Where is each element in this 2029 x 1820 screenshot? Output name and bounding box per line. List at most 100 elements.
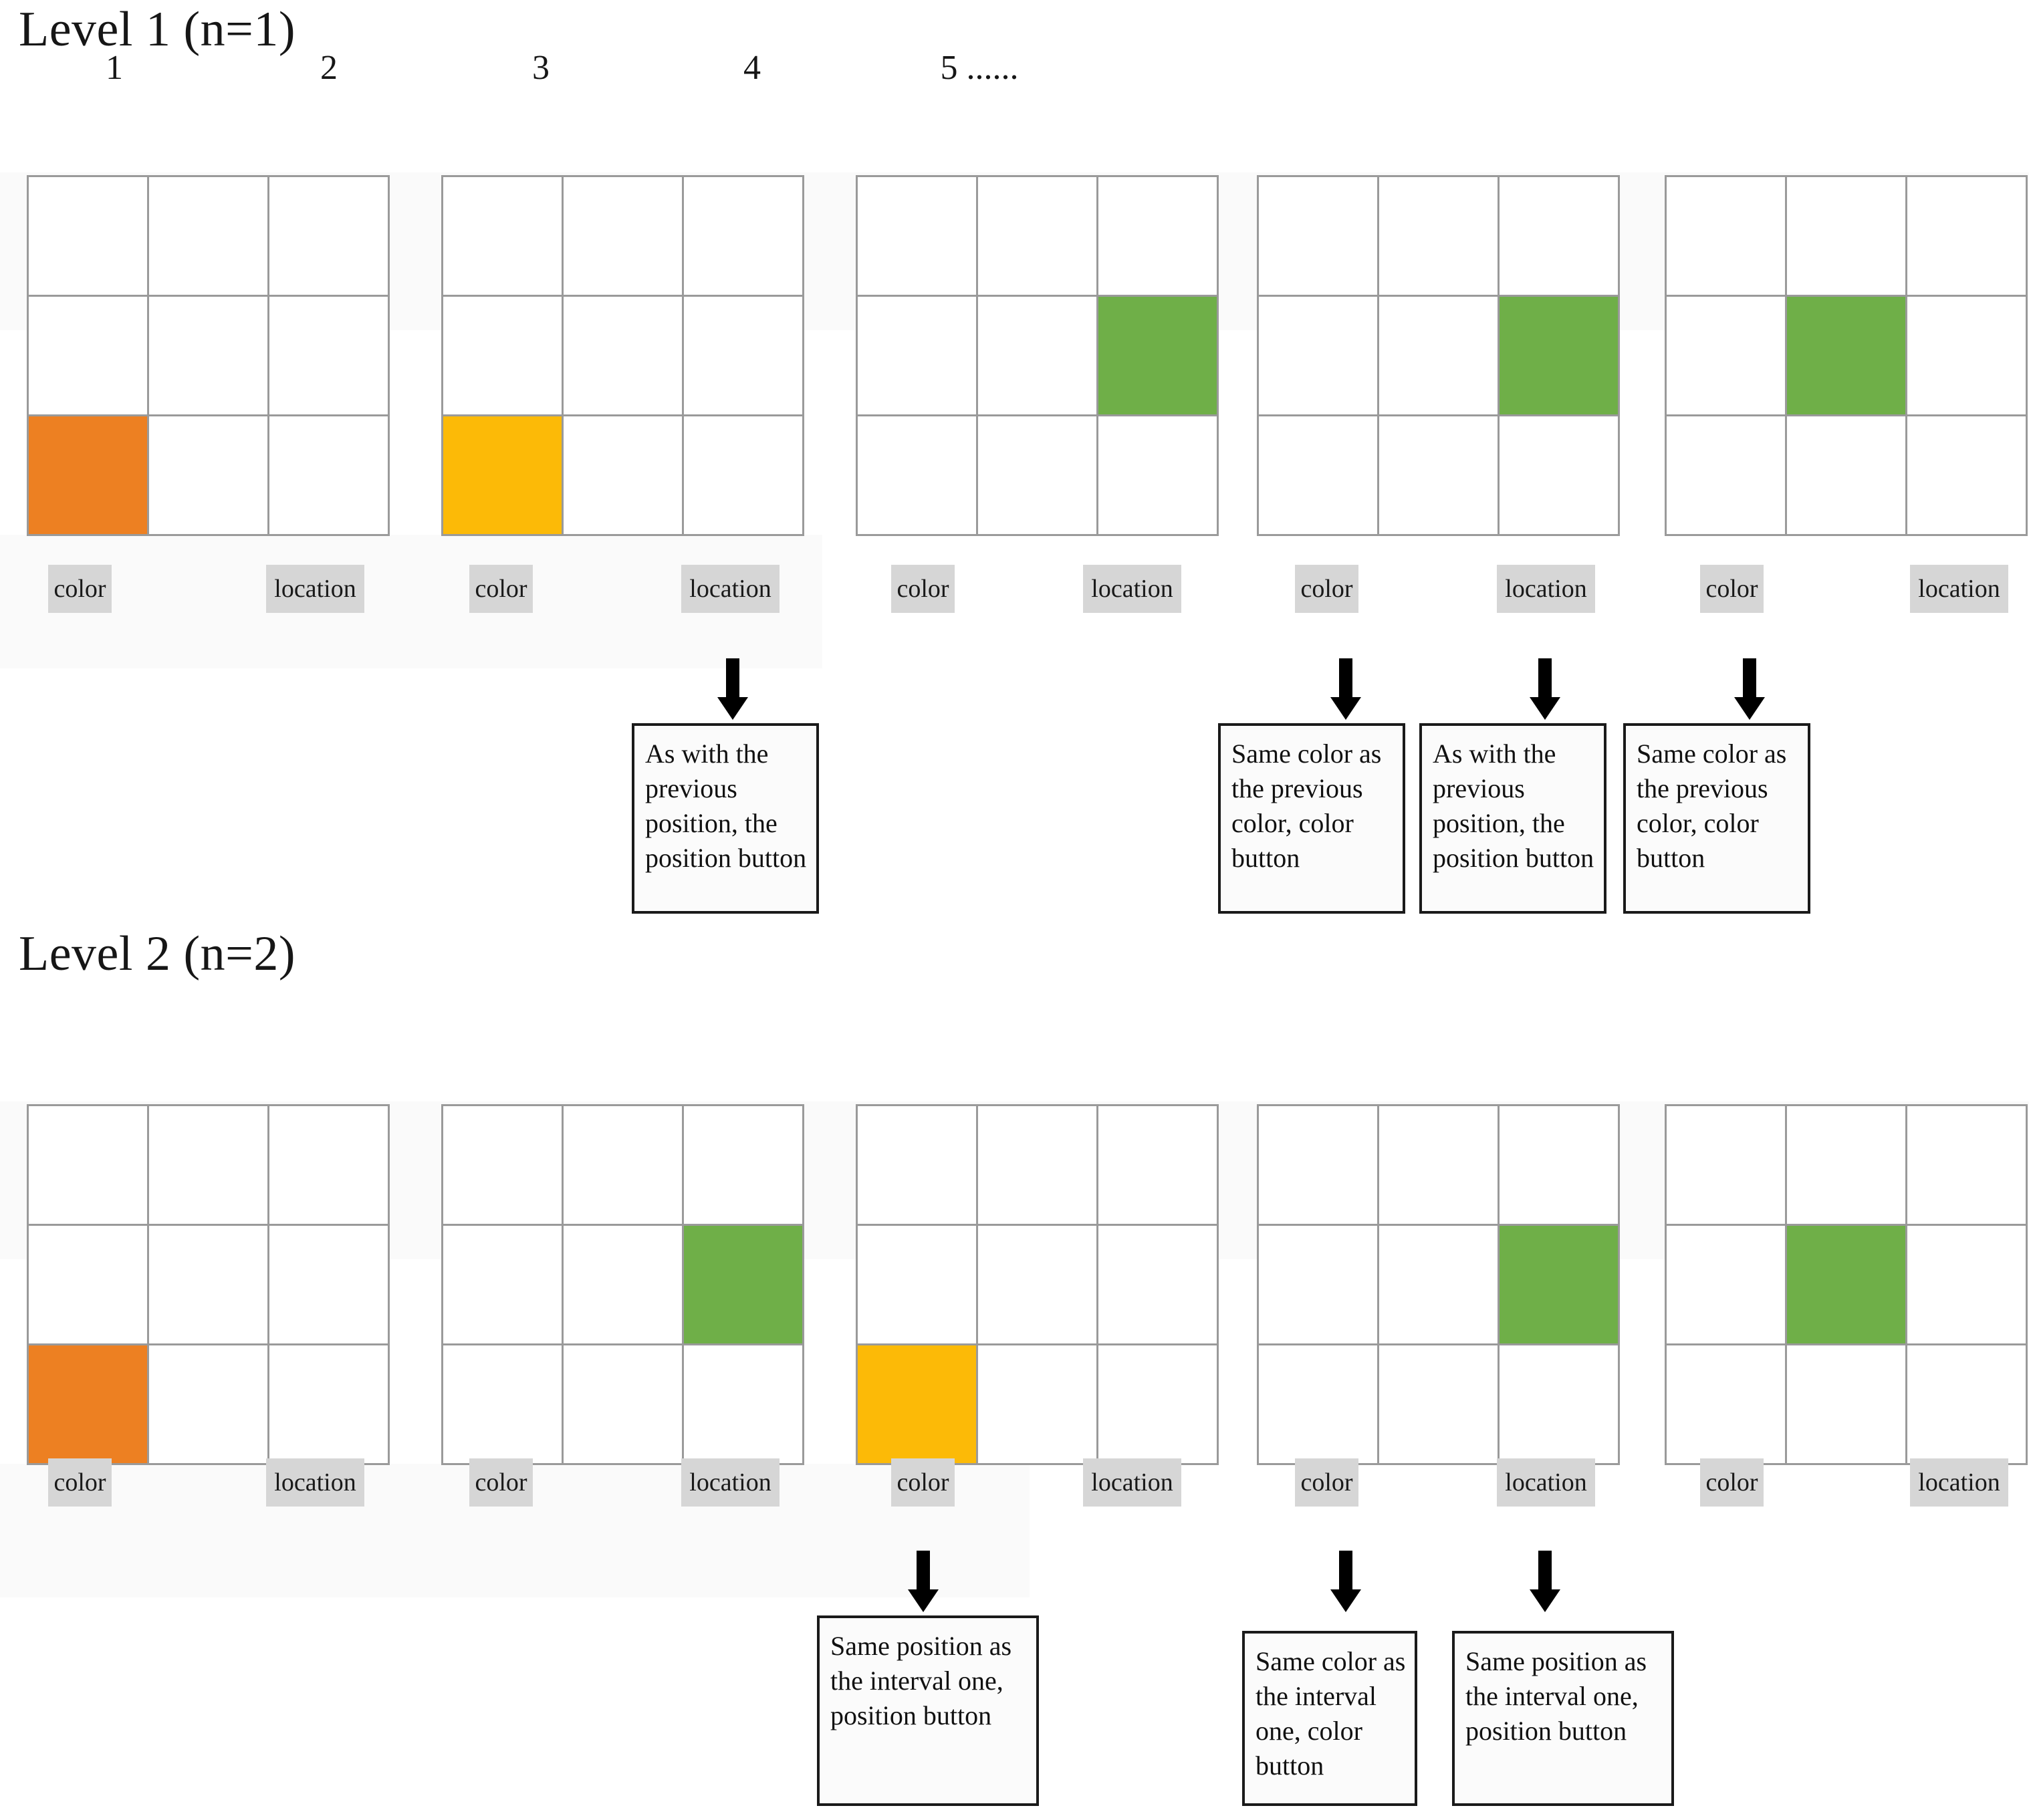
grid-cell[interactable] xyxy=(564,1106,682,1224)
level-2-trial-1-location-button[interactable]: location xyxy=(266,1458,364,1507)
grid-cell[interactable] xyxy=(1907,1106,2026,1224)
grid-cell[interactable] xyxy=(564,1345,682,1463)
grid-cell[interactable] xyxy=(1098,1345,1217,1463)
grid-cell[interactable] xyxy=(684,416,802,534)
grid-cell[interactable] xyxy=(269,297,388,414)
grid-cell-highlighted[interactable] xyxy=(1500,297,1618,414)
grid-cell[interactable] xyxy=(1667,1345,1785,1463)
grid-cell[interactable] xyxy=(149,297,267,414)
grid-cell[interactable] xyxy=(684,297,802,414)
grid-cell[interactable] xyxy=(443,297,562,414)
level-2-trial-5-location-button[interactable]: location xyxy=(1910,1458,2008,1507)
level-2-trial-4-location-button[interactable]: location xyxy=(1497,1458,1595,1507)
grid-cell[interactable] xyxy=(1500,416,1618,534)
grid-cell[interactable] xyxy=(149,416,267,534)
grid-cell[interactable] xyxy=(978,177,1096,295)
level-2-trial-1-color-button[interactable]: color xyxy=(48,1458,112,1507)
grid-cell[interactable] xyxy=(1098,1106,1217,1224)
level-1-trial-3-location-button[interactable]: location xyxy=(1083,565,1181,613)
level-2-trial-2-color-button[interactable]: color xyxy=(469,1458,533,1507)
grid-cell[interactable] xyxy=(1500,1345,1618,1463)
grid-cell[interactable] xyxy=(1667,1106,1785,1224)
level-2-trial-5-color-button[interactable]: color xyxy=(1700,1458,1764,1507)
grid-cell[interactable] xyxy=(1667,1226,1785,1343)
grid-cell[interactable] xyxy=(269,177,388,295)
level-1-trial-3-color-button[interactable]: color xyxy=(891,565,955,613)
level-1-trial-1-location-button[interactable]: location xyxy=(266,565,364,613)
grid-cell[interactable] xyxy=(1379,1106,1498,1224)
grid-cell-highlighted[interactable] xyxy=(1787,297,1905,414)
level-1-grid-4[interactable] xyxy=(1257,175,1620,536)
grid-cell-highlighted[interactable] xyxy=(858,1345,976,1463)
grid-cell-highlighted[interactable] xyxy=(29,1345,147,1463)
level-1-grid-5[interactable] xyxy=(1665,175,2028,536)
grid-cell[interactable] xyxy=(1787,177,1905,295)
level-2-grid-3[interactable] xyxy=(856,1104,1219,1465)
grid-cell[interactable] xyxy=(149,1106,267,1224)
grid-cell[interactable] xyxy=(1500,1106,1618,1224)
grid-cell[interactable] xyxy=(443,1345,562,1463)
grid-cell[interactable] xyxy=(858,297,976,414)
grid-cell[interactable] xyxy=(1907,1345,2026,1463)
grid-cell[interactable] xyxy=(1907,297,2026,414)
grid-cell[interactable] xyxy=(978,1226,1096,1343)
grid-cell[interactable] xyxy=(684,1345,802,1463)
level-1-grid-3[interactable] xyxy=(856,175,1219,536)
grid-cell[interactable] xyxy=(564,1226,682,1343)
grid-cell[interactable] xyxy=(1787,1106,1905,1224)
grid-cell[interactable] xyxy=(1379,177,1498,295)
grid-cell[interactable] xyxy=(978,297,1096,414)
grid-cell[interactable] xyxy=(443,1106,562,1224)
level-1-trial-5-color-button[interactable]: color xyxy=(1700,565,1764,613)
grid-cell[interactable] xyxy=(1907,416,2026,534)
level-2-trial-3-location-button[interactable]: location xyxy=(1083,1458,1181,1507)
grid-cell[interactable] xyxy=(1259,297,1377,414)
grid-cell[interactable] xyxy=(684,1106,802,1224)
grid-cell[interactable] xyxy=(1787,1345,1905,1463)
level-2-trial-4-color-button[interactable]: color xyxy=(1295,1458,1358,1507)
grid-cell[interactable] xyxy=(269,1345,388,1463)
grid-cell[interactable] xyxy=(978,1345,1096,1463)
level-2-trial-3-color-button[interactable]: color xyxy=(891,1458,955,1507)
grid-cell[interactable] xyxy=(978,1106,1096,1224)
level-1-trial-5-location-button[interactable]: location xyxy=(1910,565,2008,613)
level-2-grid-1[interactable] xyxy=(27,1104,390,1465)
grid-cell[interactable] xyxy=(443,177,562,295)
level-2-grid-4[interactable] xyxy=(1257,1104,1620,1465)
grid-cell[interactable] xyxy=(443,1226,562,1343)
level-2-grid-5[interactable] xyxy=(1665,1104,2028,1465)
grid-cell[interactable] xyxy=(684,177,802,295)
grid-cell[interactable] xyxy=(1098,177,1217,295)
grid-cell-highlighted[interactable] xyxy=(1787,1226,1905,1343)
grid-cell[interactable] xyxy=(1667,297,1785,414)
grid-cell[interactable] xyxy=(1259,177,1377,295)
grid-cell-highlighted[interactable] xyxy=(29,416,147,534)
grid-cell-highlighted[interactable] xyxy=(684,1226,802,1343)
grid-cell[interactable] xyxy=(1098,1226,1217,1343)
level-1-grid-1[interactable] xyxy=(27,175,390,536)
grid-cell[interactable] xyxy=(1667,416,1785,534)
grid-cell[interactable] xyxy=(1259,416,1377,534)
grid-cell[interactable] xyxy=(1500,177,1618,295)
grid-cell[interactable] xyxy=(269,416,388,534)
grid-cell[interactable] xyxy=(29,297,147,414)
grid-cell[interactable] xyxy=(564,177,682,295)
grid-cell[interactable] xyxy=(1259,1345,1377,1463)
grid-cell[interactable] xyxy=(1379,297,1498,414)
grid-cell[interactable] xyxy=(1259,1106,1377,1224)
grid-cell[interactable] xyxy=(149,1345,267,1463)
grid-cell[interactable] xyxy=(29,177,147,295)
level-1-trial-4-location-button[interactable]: location xyxy=(1497,565,1595,613)
grid-cell[interactable] xyxy=(1787,416,1905,534)
grid-cell[interactable] xyxy=(149,177,267,295)
grid-cell[interactable] xyxy=(1259,1226,1377,1343)
grid-cell-highlighted[interactable] xyxy=(443,416,562,534)
grid-cell-highlighted[interactable] xyxy=(1098,297,1217,414)
grid-cell[interactable] xyxy=(1907,1226,2026,1343)
grid-cell[interactable] xyxy=(858,1226,976,1343)
grid-cell[interactable] xyxy=(1379,416,1498,534)
level-2-grid-2[interactable] xyxy=(441,1104,804,1465)
grid-cell[interactable] xyxy=(269,1106,388,1224)
grid-cell[interactable] xyxy=(1907,177,2026,295)
level-1-trial-2-color-button[interactable]: color xyxy=(469,565,533,613)
